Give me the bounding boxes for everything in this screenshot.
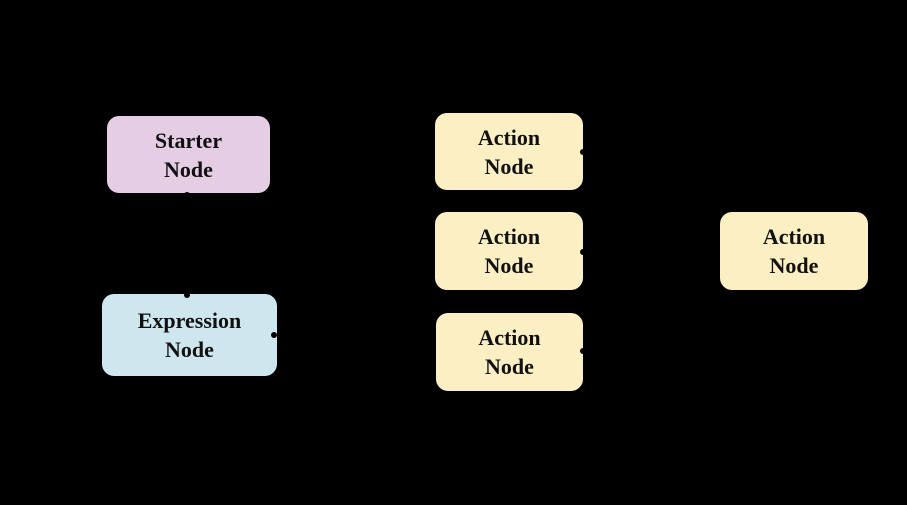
connector-arrow-mark [271,332,277,338]
action-node-right-label-line1: Action [762,224,826,249]
expression-node-label-line2: Node [165,337,214,362]
connector-arrow-mark [580,249,586,255]
action-node-bottom-label-line1: Action [478,325,541,350]
action-node-middle-label-line1: Action [477,224,541,249]
expression-node: Expression Node [102,294,277,376]
action-node-middle-label-line2: Node [484,253,534,278]
connector-arrow-mark [184,292,190,298]
action-node-middle: Action Node [435,212,583,290]
action-node-bottom-label-line2: Node [485,354,534,379]
connector-arrow-mark [580,348,586,354]
action-node-top-label-line2: Node [484,153,534,179]
connector-arrow-mark [580,149,586,155]
action-node-top-label-line1: Action [477,124,541,150]
expression-node-label-line1: Expression [137,308,242,333]
action-node-top: Action Node [435,113,583,190]
action-node-bottom: Action Node [436,313,583,391]
starter-node: Starter Node [107,116,270,193]
connector-arrow-mark [184,192,190,198]
starter-node-label-line2: Node [164,156,213,182]
starter-node-label-line1: Starter [154,127,223,153]
action-node-right-label-line2: Node [769,253,819,278]
action-node-right: Action Node [720,212,868,290]
